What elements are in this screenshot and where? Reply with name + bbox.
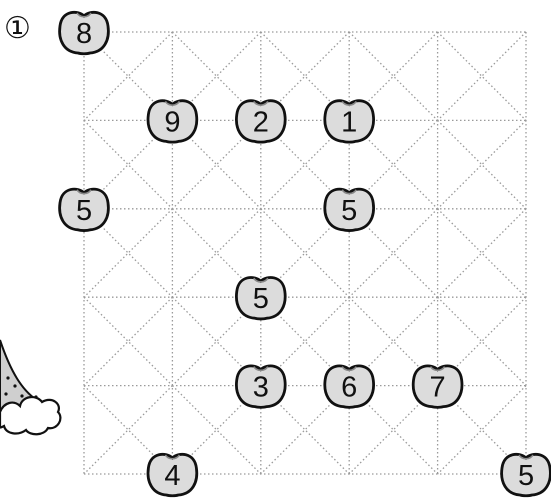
token-value: 2 bbox=[253, 106, 269, 138]
number-token: 5 bbox=[60, 189, 109, 230]
token-value: 5 bbox=[76, 195, 92, 227]
number-token: 8 bbox=[60, 12, 109, 53]
number-token: 2 bbox=[236, 101, 285, 142]
token-value: 5 bbox=[518, 460, 534, 492]
cloud-trail-icon bbox=[0, 340, 60, 434]
grid-line-diagonal bbox=[438, 32, 526, 120]
grid-line-diagonal bbox=[438, 120, 526, 208]
token-value: 6 bbox=[341, 372, 357, 404]
number-token: 4 bbox=[148, 454, 197, 495]
grid-line-diagonal bbox=[84, 297, 172, 385]
number-token: 7 bbox=[413, 366, 462, 407]
token-value: 7 bbox=[430, 372, 446, 404]
token-value: 9 bbox=[164, 106, 180, 138]
board-grid bbox=[84, 32, 526, 474]
token-value: 4 bbox=[164, 460, 180, 492]
number-token: 1 bbox=[325, 101, 374, 142]
token-layer: 8 9 2 1 5 5 5 3 6 7 4 5 bbox=[60, 12, 551, 495]
number-token: 6 bbox=[325, 366, 374, 407]
number-token: 3 bbox=[236, 366, 285, 407]
token-value: 5 bbox=[341, 195, 357, 227]
token-value: 3 bbox=[253, 372, 269, 404]
grid-line-diagonal bbox=[84, 297, 172, 385]
grid-line-diagonal bbox=[438, 120, 526, 208]
number-token: 5 bbox=[502, 454, 551, 495]
token-value: 8 bbox=[76, 18, 92, 50]
number-token: 9 bbox=[148, 101, 197, 142]
grid-line-diagonal bbox=[438, 32, 526, 120]
token-value: 5 bbox=[253, 283, 269, 315]
number-token: 5 bbox=[325, 189, 374, 230]
token-value: 1 bbox=[341, 106, 357, 138]
number-token: 5 bbox=[236, 278, 285, 319]
puzzle-number: ① bbox=[4, 11, 31, 46]
